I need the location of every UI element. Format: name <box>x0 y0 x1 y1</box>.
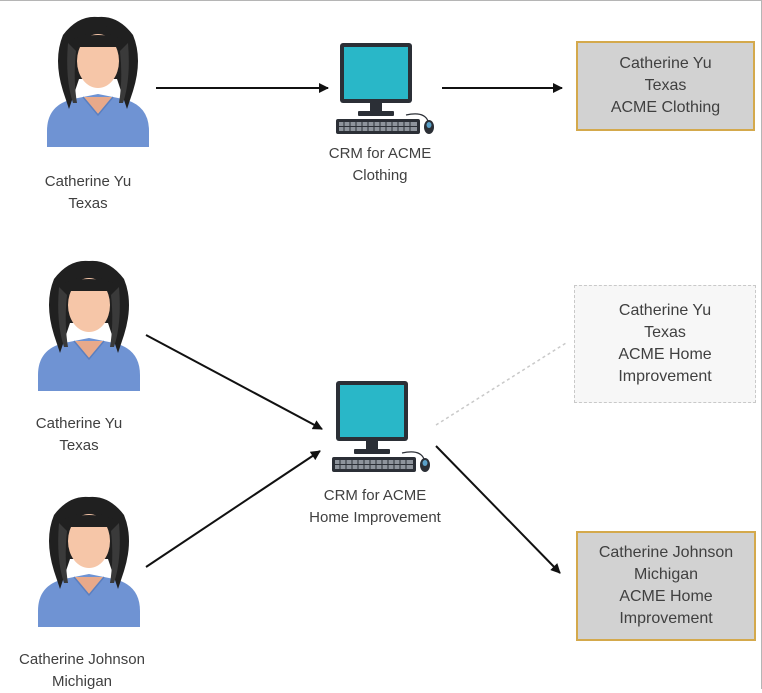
person-2-name: Catherine Yu <box>35 415 123 432</box>
crm-home-label-line-2: Home Improvement <box>309 509 441 526</box>
record-home-johnson-company-line-1: ACME Home <box>619 588 713 605</box>
person-1-label: Catherine Yu Texas <box>18 171 158 215</box>
person-3-location: Michigan <box>51 673 113 690</box>
person-2-icon <box>37 260 141 392</box>
record-clothing-location: Texas <box>644 77 687 94</box>
record-home-yu: Catherine Yu Texas ACME Home Improvement <box>574 285 756 403</box>
record-home-johnson-name: Catherine Johnson <box>598 544 734 561</box>
record-home-johnson-location: Michigan <box>633 566 699 583</box>
record-home-yu-name: Catherine Yu <box>618 302 712 319</box>
crm-home-label-line-1: CRM for ACME <box>323 487 427 504</box>
person-2-label: Catherine Yu Texas <box>9 413 149 457</box>
arrow-person2-to-crm-home <box>145 334 323 430</box>
crm-clothing-label-line-2: Clothing <box>352 167 408 184</box>
record-home-yu-location: Texas <box>644 324 686 341</box>
person-3-label: Catherine Johnson Michigan <box>4 649 160 693</box>
person-2-location: Texas <box>59 437 99 454</box>
crm-clothing-label-line-1: CRM for ACME <box>328 145 432 162</box>
person-3-icon <box>37 496 141 628</box>
dashed-link-crm-home-to-ghost-record <box>435 342 567 426</box>
arrow-person3-to-crm-home <box>145 450 321 568</box>
crm-clothing-computer-icon <box>335 42 435 135</box>
person-1-icon <box>46 16 150 148</box>
person-1-location: Texas <box>68 195 108 212</box>
crm-home-label: CRM for ACME Home Improvement <box>290 485 460 529</box>
record-home-johnson: Catherine Johnson Michigan ACME Home Imp… <box>576 531 756 641</box>
crm-clothing-label: CRM for ACME Clothing <box>300 143 460 187</box>
person-1-name: Catherine Yu <box>44 173 132 190</box>
person-3-name: Catherine Johnson <box>19 651 145 668</box>
record-clothing-name: Catherine Yu <box>619 55 712 72</box>
record-home-johnson-company-line-2: Improvement <box>619 610 713 627</box>
crm-home-computer-icon <box>331 380 431 473</box>
record-home-yu-company-line-2: Improvement <box>618 368 712 385</box>
record-clothing: Catherine Yu Texas ACME Clothing <box>576 41 755 131</box>
record-clothing-company: ACME Clothing <box>610 99 721 116</box>
record-home-yu-company-line-1: ACME Home <box>618 346 712 363</box>
arrow-crm-home-to-record-johnson <box>435 445 561 574</box>
